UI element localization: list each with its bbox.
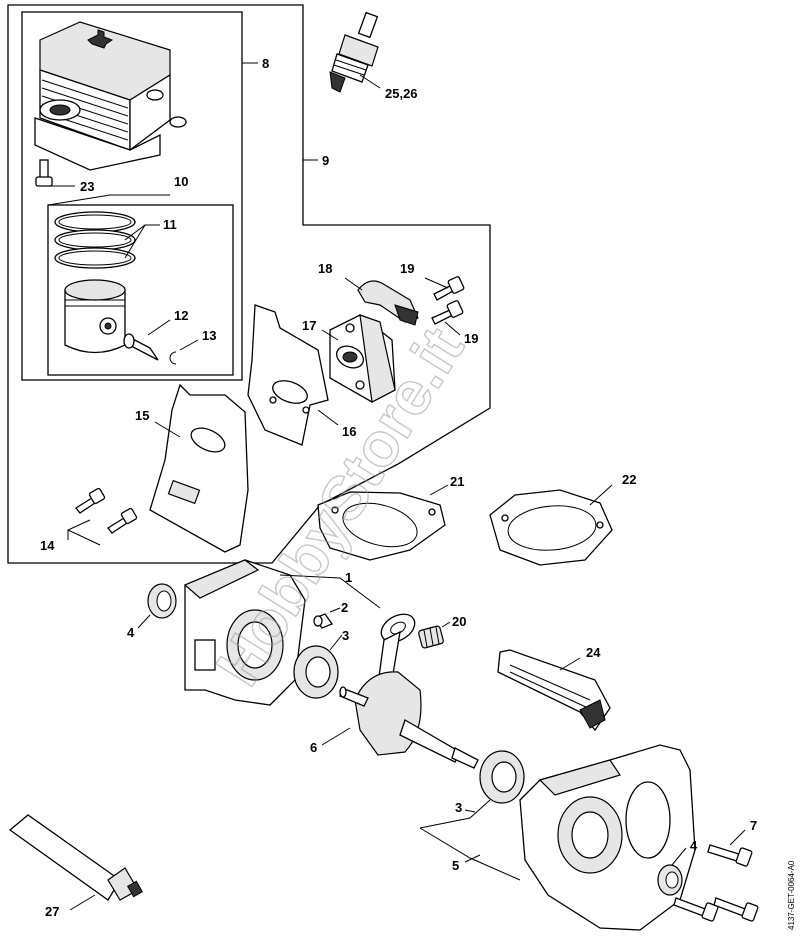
intake-manifold-17 bbox=[329, 314, 396, 403]
crankshaft bbox=[339, 613, 479, 769]
callout-23: 23 bbox=[80, 179, 94, 194]
bolt-23 bbox=[35, 159, 53, 187]
frame-group-9 bbox=[7, 4, 491, 564]
callout-4-right: 4 bbox=[690, 838, 698, 853]
guide-plate bbox=[497, 649, 611, 732]
leader-lines bbox=[47, 62, 746, 911]
callout-24: 24 bbox=[586, 645, 601, 660]
callout-1: 1 bbox=[345, 570, 352, 585]
callout-19-lower: 19 bbox=[464, 331, 478, 346]
spark-plug bbox=[329, 11, 379, 93]
oil-seal-right bbox=[657, 864, 683, 896]
callout-18: 18 bbox=[318, 261, 332, 276]
frame-group-10 bbox=[47, 204, 234, 376]
ball-bearing-lower bbox=[479, 750, 525, 804]
grease-tube bbox=[8, 814, 144, 901]
oil-seal-left bbox=[147, 583, 177, 619]
crankcase-half-right bbox=[519, 744, 696, 931]
callout-9: 9 bbox=[322, 153, 329, 168]
piston bbox=[64, 279, 126, 354]
callout-27: 27 bbox=[45, 904, 59, 919]
piston-pin bbox=[123, 333, 159, 361]
reference-code: 4137-GET-0064-A0 bbox=[787, 860, 796, 930]
callout-3-upper: 3 bbox=[342, 628, 349, 643]
callout-12: 12 bbox=[174, 308, 188, 323]
dowel-pin bbox=[313, 613, 334, 629]
bolt-19-upper bbox=[433, 276, 465, 301]
callout-2: 2 bbox=[341, 600, 348, 615]
callout-20: 20 bbox=[452, 614, 466, 629]
needle-bearing bbox=[418, 625, 444, 649]
screw-7-upper bbox=[707, 844, 753, 867]
callout-19-upper: 19 bbox=[400, 261, 414, 276]
screw-7-mid bbox=[673, 897, 719, 922]
circlip bbox=[169, 351, 177, 365]
piston-rings bbox=[54, 211, 136, 269]
callout-10: 10 bbox=[174, 174, 188, 189]
callout-3-lower: 3 bbox=[455, 800, 462, 815]
bolt-19-lower bbox=[431, 300, 464, 325]
ball-bearing-upper bbox=[293, 645, 339, 699]
callout-7: 7 bbox=[750, 818, 757, 833]
heat-shield-15 bbox=[149, 383, 249, 553]
callout-4-left: 4 bbox=[127, 625, 135, 640]
callout-labels: 1 2 3 3 4 4 5 6 7 8 9 10 11 12 13 14 15 … bbox=[40, 56, 757, 919]
callout-8: 8 bbox=[262, 56, 269, 71]
callout-6: 6 bbox=[310, 740, 317, 755]
crankcase-half-left bbox=[183, 559, 306, 706]
clamp-18 bbox=[357, 280, 419, 326]
callout-15: 15 bbox=[135, 408, 149, 423]
screw-7-low bbox=[713, 897, 759, 922]
callout-22: 22 bbox=[622, 472, 636, 487]
frame-group-8 bbox=[21, 11, 243, 381]
callout-11: 11 bbox=[163, 217, 177, 232]
callout-14: 14 bbox=[40, 538, 55, 553]
callout-13: 13 bbox=[202, 328, 216, 343]
callout-21: 21 bbox=[450, 474, 464, 489]
callout-5: 5 bbox=[452, 858, 459, 873]
callout-25-26: 25,26 bbox=[385, 86, 418, 101]
callout-17: 17 bbox=[302, 318, 316, 333]
callout-16: 16 bbox=[342, 424, 356, 439]
screw-14-lower bbox=[107, 507, 138, 534]
screw-14-upper bbox=[75, 487, 106, 514]
cylinder-part bbox=[34, 21, 187, 171]
